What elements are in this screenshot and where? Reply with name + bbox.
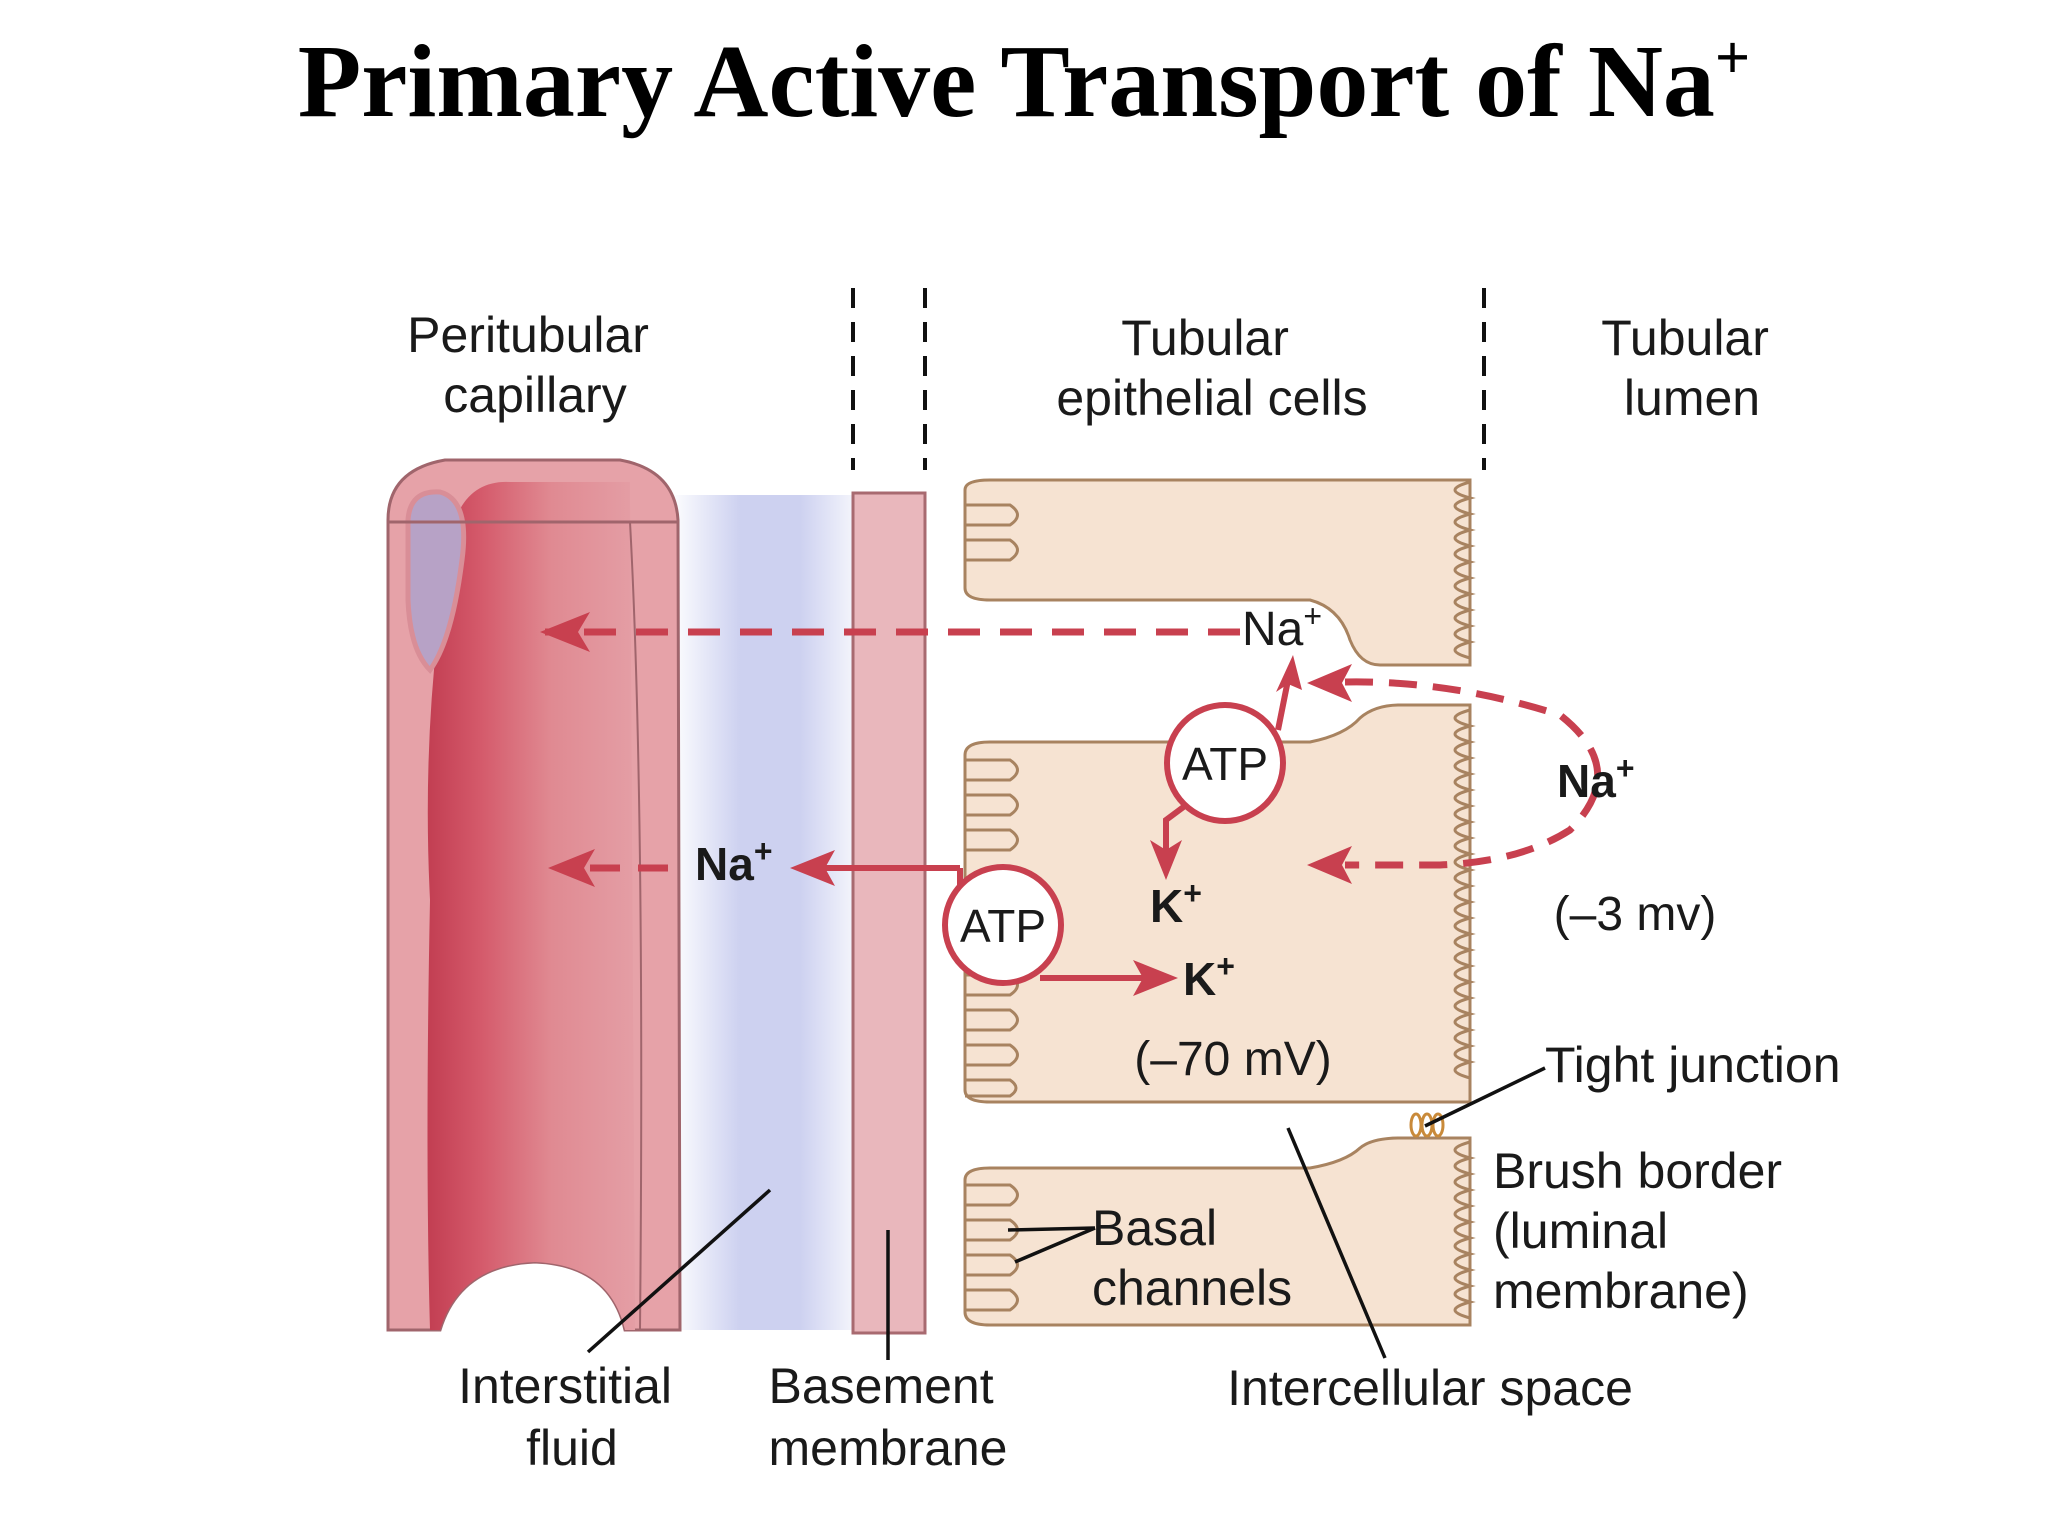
label-brush-border: Brush border (luminal membrane) [1493, 1143, 1796, 1319]
label-intercellular-space: Intercellular space [1227, 1360, 1633, 1416]
svg-text:ATP: ATP [1182, 738, 1268, 790]
lumen-potential: (–3 mv) [1554, 888, 1717, 941]
leader-lines [586, 1066, 1546, 1360]
k-pump-arrow-bottom [1040, 960, 1178, 996]
epithelial-cell-bottom [963, 1136, 1476, 1327]
basement-membrane-band [851, 491, 927, 1335]
page-title: Primary Active Transport of Na+ [297, 24, 1751, 139]
label-tight-junction: Tight junction [1545, 1037, 1841, 1093]
k-ion-label-lower: K+ [1183, 948, 1235, 1005]
epithelial-cell-top [963, 478, 1476, 667]
svg-text:ATP: ATP [960, 900, 1046, 952]
na-ion-label-lumen: Na+ [1557, 750, 1635, 807]
epithelial-cell-middle [963, 703, 1476, 1104]
label-interstitial-fluid: Interstitial fluid [458, 1358, 686, 1476]
label-basement-membrane: Basement membrane [768, 1358, 1007, 1476]
na-diffusion-arrow-top [540, 612, 1240, 652]
peritubular-capillary [386, 458, 682, 1332]
k-ion-label-upper: K+ [1150, 875, 1202, 932]
atp-pump-bottom: ATP [942, 864, 1064, 986]
na-lumen-arrow [1307, 664, 1602, 884]
na-ion-label-top: Na+ [1242, 598, 1322, 656]
interstitial-fluid-region [670, 495, 870, 1330]
label-tubular-lumen: Tubular lumen [1601, 310, 1783, 426]
na-ion-label-interstitial: Na+ [695, 833, 773, 890]
cell-potential: (–70 mV) [1134, 1033, 1331, 1086]
tight-junction-marker [1409, 1112, 1445, 1138]
label-tubular-epithelial-cells: Tubular epithelial cells [1056, 310, 1367, 426]
atp-pump-top: ATP [1164, 702, 1286, 824]
label-basal-channels: Basal channels [1092, 1200, 1292, 1316]
label-peritubular-capillary: Peritubular capillary [407, 307, 663, 423]
